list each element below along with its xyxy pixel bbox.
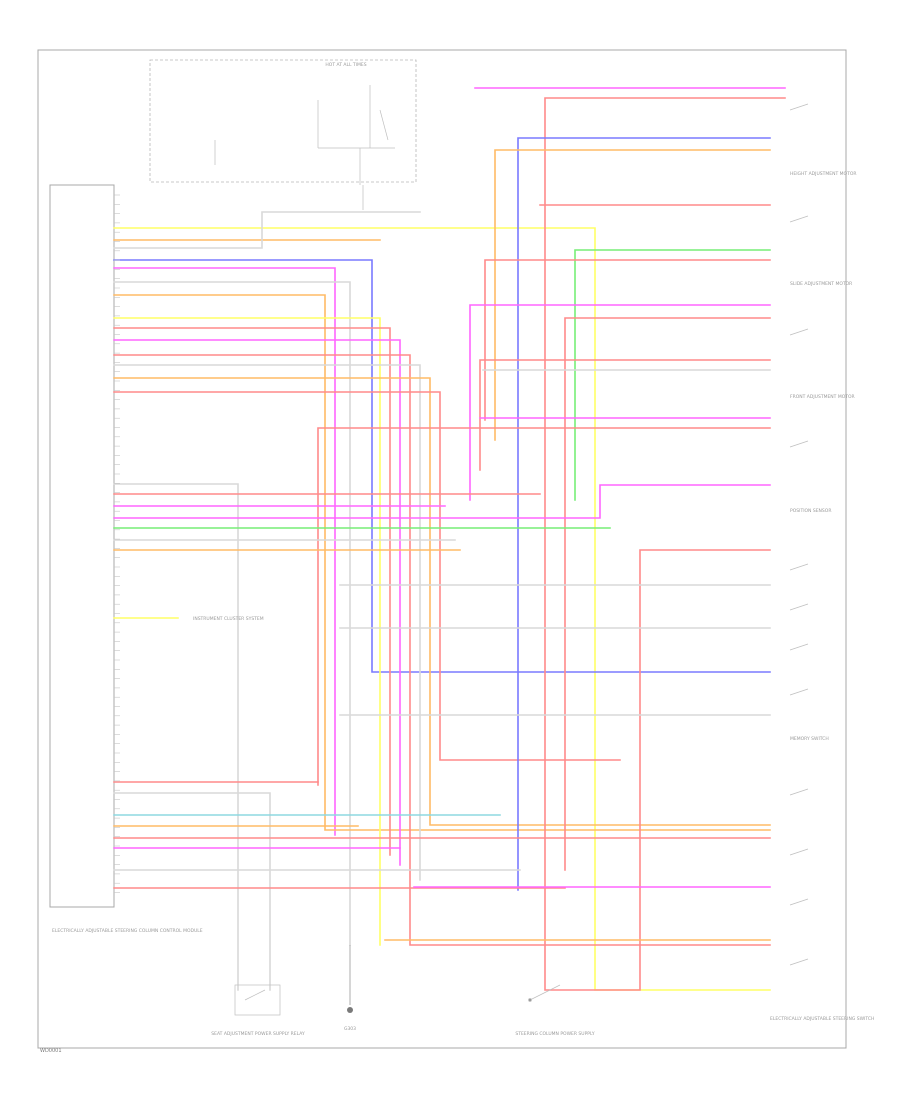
- switch-symbols: [789, 103, 809, 966]
- wire-gray: [113, 211, 421, 249]
- control-module: [49, 184, 115, 908]
- height-motor-label: HEIGHT ADJUSTMENT MOTOR: [790, 171, 857, 177]
- wire-pink: [469, 304, 771, 501]
- wire-pink: [113, 339, 401, 866]
- seat-relay-label: SEAT ADJUSTMENT POWER SUPPLY RELAY: [211, 1031, 305, 1037]
- power-supply-switch: [528, 984, 561, 1002]
- footer-code: WD0001: [40, 1048, 62, 1054]
- wire-orange: [494, 149, 771, 441]
- wire-gray: [113, 483, 239, 991]
- wire-blue: [517, 137, 771, 891]
- fuse-box-label: HOT AT ALL TIMES: [325, 62, 366, 68]
- fuse-box: [149, 59, 417, 183]
- wire-red: [484, 259, 771, 421]
- wire-yellow: [113, 227, 771, 991]
- memory-switch-label: MEMORY SWITCH: [790, 736, 829, 742]
- wire-gray: [113, 281, 351, 946]
- position-sensor-label: POSITION SENSOR: [790, 508, 831, 514]
- seat-relay: [234, 984, 281, 1016]
- ground-label: G303: [344, 1026, 356, 1032]
- ground-symbol: [347, 945, 353, 1013]
- power-supply-label: STEERING COLUMN POWER SUPPLY: [515, 1031, 595, 1037]
- diagram-frame: [37, 49, 847, 1049]
- wire-red: [479, 359, 771, 471]
- wire-green: [574, 249, 771, 501]
- wire-red: [113, 354, 771, 946]
- wire-pink: [113, 484, 771, 519]
- control-module-label: ELECTRICALLY ADJUSTABLE STEERING COLUMN …: [52, 928, 203, 934]
- wire-red: [113, 391, 621, 761]
- wire-yellow: [113, 317, 381, 946]
- wire-pink: [113, 267, 336, 836]
- wire-red: [113, 327, 391, 856]
- wire-harness: [113, 87, 786, 991]
- wire-red: [544, 97, 786, 991]
- module-pins: [114, 194, 120, 893]
- dimmer-label: INSTRUMENT CLUSTER SYSTEM: [193, 616, 264, 622]
- slide-motor-label: SLIDE ADJUSTMENT MOTOR: [790, 281, 852, 287]
- wire-orange: [113, 294, 771, 831]
- front-motor-label: FRONT ADJUSTMENT MOTOR: [790, 394, 855, 400]
- wire-red: [317, 427, 771, 786]
- wire-red: [564, 317, 771, 871]
- wire-gray: [113, 364, 421, 881]
- wire-blue: [113, 259, 771, 673]
- tilt-switch-label: ELECTRICALLY ADJUSTABLE STEERING SWITCH: [770, 1016, 874, 1022]
- wire-gray: [113, 792, 271, 991]
- wire-orange: [113, 377, 771, 826]
- relay-contacts: [214, 85, 395, 210]
